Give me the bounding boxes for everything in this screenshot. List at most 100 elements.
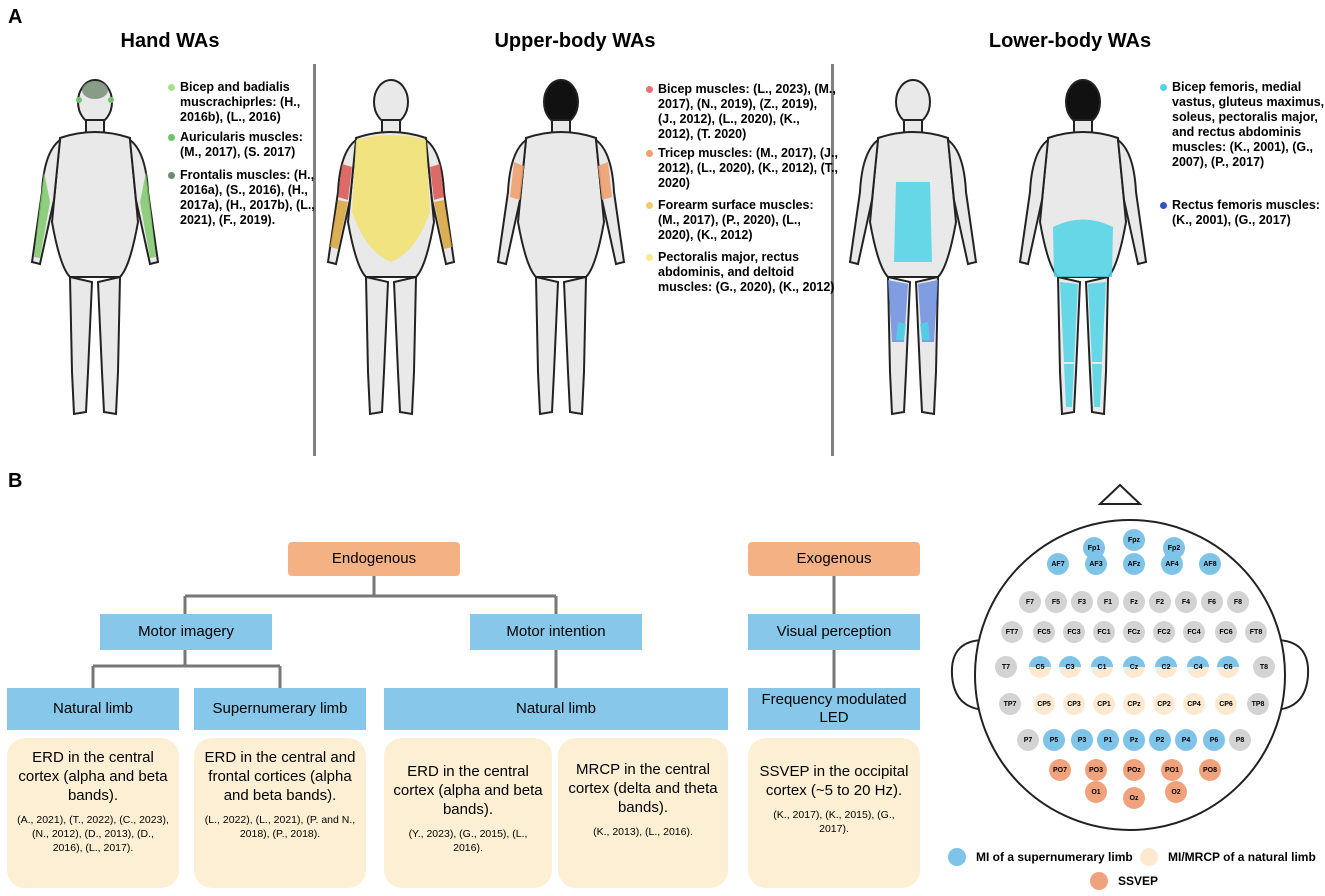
electrode-p8: P8 <box>1229 729 1251 751</box>
legend-dot-icon <box>1090 872 1108 890</box>
lower-front-figure <box>838 72 988 432</box>
electrode-t8: T8 <box>1253 656 1275 678</box>
electrode-c2: C2 <box>1155 656 1177 678</box>
electrode-oz: Oz <box>1123 787 1145 809</box>
electrode-cp5: CP5 <box>1033 693 1055 715</box>
legend-text: Bicep and badialis muscrachiprles: (H., … <box>180 80 301 124</box>
card-citations: (K., 2017), (K., 2015), (G., 2017). <box>773 809 895 835</box>
hand-legend-item-2: Auricularis muscles: (M., 2017), (S. 201… <box>168 130 320 160</box>
card-main-text: SSVEP in the occipital cortex (~5 to 20 … <box>759 763 909 799</box>
electrode-tp7: TP7 <box>999 693 1021 715</box>
electrode-fz: Fz <box>1123 591 1145 613</box>
electrode-af8: AF8 <box>1199 553 1221 575</box>
electrode-cp3: CP3 <box>1063 693 1085 715</box>
electrode-po3: PO3 <box>1085 759 1107 781</box>
electrode-o2: O2 <box>1165 781 1187 803</box>
card-motor-intention-erd: ERD in the central cortex (alpha and bet… <box>384 738 552 888</box>
upper-legend-item-4: Pectoralis major, rectus abdominis, and … <box>646 250 838 295</box>
electrode-c6: C6 <box>1217 656 1239 678</box>
electrode-f1: F1 <box>1097 591 1119 613</box>
electrode-fc6: FC6 <box>1215 621 1237 643</box>
upper-legend-item-2: Tricep muscles: (M., 2017), (J., 2012), … <box>646 146 838 191</box>
upper-back-figure <box>486 72 636 432</box>
electrode-af3: AF3 <box>1085 553 1107 575</box>
legend-dot-icon <box>948 848 966 866</box>
lower-legend-item-1: Bicep femoris, medial vastus, gluteus ma… <box>1160 80 1325 170</box>
electrode-cp1: CP1 <box>1093 693 1115 715</box>
card-supernumerary-limb: ERD in the central and frontal cortices … <box>194 738 366 888</box>
legend-text: Bicep muscles: (L., 2023), (M., 2017), (… <box>658 82 836 141</box>
electrode-af4: AF4 <box>1161 553 1183 575</box>
electrode-cpz: CPz <box>1123 693 1145 715</box>
electrode-afz: AFz <box>1123 553 1145 575</box>
legend-dot-icon <box>1140 848 1158 866</box>
legend-dot-icon <box>646 150 653 157</box>
electrode-cz: Cz <box>1123 656 1145 678</box>
electrode-p6: P6 <box>1203 729 1225 751</box>
legend-text: Pectoralis major, rectus abdominis, and … <box>658 250 835 294</box>
card-citations: (Y., 2023), (G., 2015), (L., 2016). <box>408 828 528 854</box>
electrode-p4: P4 <box>1175 729 1197 751</box>
hand-front-figure <box>20 72 170 432</box>
card-natural-limb-mi: ERD in the central cortex (alpha and bet… <box>7 738 179 888</box>
electrode-fc5: FC5 <box>1033 621 1055 643</box>
divider-left <box>313 64 316 456</box>
electrode-po8: PO8 <box>1199 759 1221 781</box>
electrode-c3: C3 <box>1059 656 1081 678</box>
electrode-p5: P5 <box>1043 729 1065 751</box>
electrode-cp6: CP6 <box>1215 693 1237 715</box>
motor-imagery-box: Motor imagery <box>100 614 272 650</box>
electrode-f4: F4 <box>1175 591 1197 613</box>
card-ssvep: SSVEP in the occipital cortex (~5 to 20 … <box>748 738 920 888</box>
legend-dot-icon <box>646 86 653 93</box>
legend-text: Tricep muscles: (M., 2017), (J., 2012), … <box>658 146 838 190</box>
hand-was-title: Hand WAs <box>120 30 220 52</box>
upper-legend-item-3: Forearm surface muscles: (M., 2017), (P.… <box>646 198 838 243</box>
electrode-af7: AF7 <box>1047 553 1069 575</box>
legend-label: MI of a supernumerary limb <box>976 850 1133 864</box>
electrode-f6: F6 <box>1201 591 1223 613</box>
electrode-poz: POz <box>1123 759 1145 781</box>
electrode-fcz: FCz <box>1123 621 1145 643</box>
visual-perception-box: Visual perception <box>748 614 920 650</box>
divider-right <box>831 64 834 456</box>
legend-ssvep: SSVEP <box>1090 872 1158 890</box>
electrode-f8: F8 <box>1227 591 1249 613</box>
card-main-text: ERD in the central cortex (alpha and bet… <box>393 763 543 818</box>
lower-body-was-title: Lower-body WAs <box>988 30 1152 52</box>
legend-dot-icon <box>646 202 653 209</box>
endogenous-box: Endogenous <box>288 542 460 576</box>
electrode-fc3: FC3 <box>1063 621 1085 643</box>
hand-legend-item-1: Bicep and badialis muscrachiprles: (H., … <box>168 80 320 125</box>
natural-limb-box-2: Natural limb <box>384 688 728 730</box>
legend-label: SSVEP <box>1118 874 1159 888</box>
electrode-c1: C1 <box>1091 656 1113 678</box>
electrode-fc2: FC2 <box>1153 621 1175 643</box>
electrode-f2: F2 <box>1149 591 1171 613</box>
electrode-p2: P2 <box>1149 729 1171 751</box>
upper-body-was-title: Upper-body WAs <box>494 30 656 52</box>
legend-dot-icon <box>1160 202 1167 209</box>
electrode-tp8: TP8 <box>1247 693 1269 715</box>
panel-a-letter: A <box>8 6 23 28</box>
legend-mi-mrcp-natural: MI/MRCP of a natural limb <box>1140 848 1316 866</box>
electrode-cp4: CP4 <box>1183 693 1205 715</box>
card-main-text: ERD in the central cortex (alpha and bet… <box>18 749 168 804</box>
electrode-pz: Pz <box>1123 729 1145 751</box>
electrode-p7: P7 <box>1017 729 1039 751</box>
electrode-fpz: Fpz <box>1123 529 1145 551</box>
electrode-f7: F7 <box>1019 591 1041 613</box>
electrode-o1: O1 <box>1085 781 1107 803</box>
legend-text: Auricularis muscles: (M., 2017), (S. 201… <box>180 130 303 159</box>
card-citations: (A., 2021), (T., 2022), (C., 2023), (N.,… <box>17 814 169 854</box>
hand-legend-item-3: Frontalis muscles: (H., 2016a), (S., 201… <box>168 168 320 228</box>
electrode-p1: P1 <box>1097 729 1119 751</box>
panel-b-letter: B <box>8 470 23 492</box>
electrode-f5: F5 <box>1045 591 1067 613</box>
electrode-c5: C5 <box>1029 656 1051 678</box>
legend-text: Bicep femoris, medial vastus, gluteus ma… <box>1172 80 1325 169</box>
motor-intention-box: Motor intention <box>470 614 642 650</box>
supernumerary-limb-box: Supernumerary limb <box>194 688 366 730</box>
electrode-ft8: FT8 <box>1245 621 1267 643</box>
exogenous-box: Exogenous <box>748 542 920 576</box>
